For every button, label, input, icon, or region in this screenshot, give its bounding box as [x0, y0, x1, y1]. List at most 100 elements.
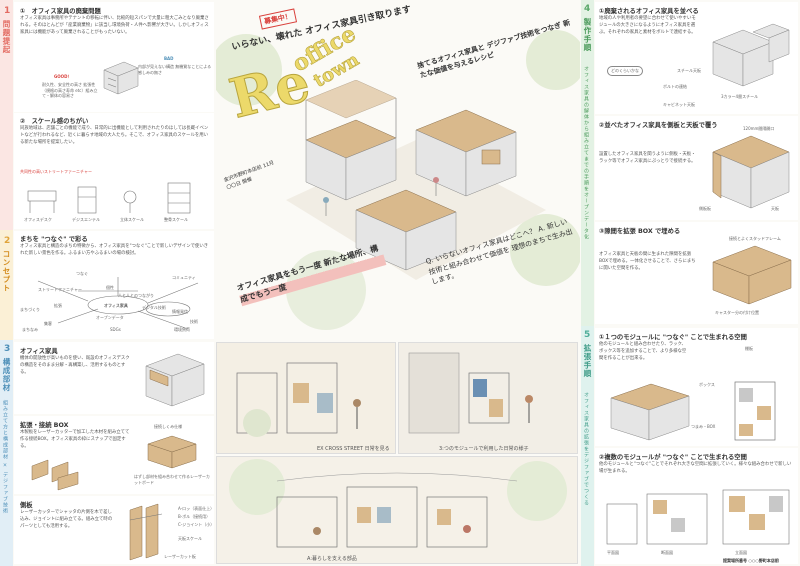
section-3-title: 構成部材: [2, 358, 11, 392]
parts-side-text: レーザーカッターでシャッタの片側を木で差し込み、ジョイントに組み立てる。組み立て…: [20, 510, 113, 529]
furniture-label-1: デジスエンテル: [72, 217, 100, 222]
step-2-panel: ②並べたオフィス家具を側板と天板で覆う 設置したオフィス家具を関うように側板・天…: [595, 116, 798, 220]
web-word-14: SDGs: [110, 327, 121, 332]
problem-panel-1: ① オフィス家具の廃棄問題 オフィス家具は事務所やテナントの移転に伴い、比較的短…: [14, 2, 214, 112]
parts-side-panel: 側板 レーザーカッターでシャッタの片側を木で差し込み、ジョイントに組み立てる。組…: [14, 496, 214, 564]
section-5-subtitle: オフィス家具の拡張をデジファブでつくる: [583, 392, 589, 506]
bad-text: 内部が見えない構造 無機質なことによる感しみの無さ: [138, 64, 212, 75]
scene-image-3: A:暮らしを支える部品: [216, 456, 578, 564]
section-4-title: 製作手順: [583, 18, 592, 52]
scene-3-drawing: [217, 457, 577, 563]
section-5-title: 拡張手順: [583, 344, 592, 378]
web-word-1: コミュニティ: [172, 275, 196, 280]
side-label-0: A-ロッ（表面仕上）: [178, 506, 215, 511]
expand-1-label-1: ボックス: [699, 382, 715, 387]
web-word-4: 拡張: [54, 303, 62, 308]
section-2-number: 2: [4, 236, 11, 246]
step-1-label-0: スチール天板: [677, 68, 701, 73]
step-1-speech: どのくらいかな: [607, 66, 643, 76]
step-1-label-1: ボルトの連結: [663, 84, 687, 89]
step-2-label-1: 側板板: [699, 206, 711, 211]
side-panel-drawing: [129, 503, 163, 561]
parts-office-text: 機体の開放性が高いものを使い、既設のオフィスデスクの構造をそのまま分解・再構築し…: [20, 356, 130, 375]
web-word-7: オープンデータ: [96, 315, 124, 320]
scene-3-caption: A:暮らしを支える部品: [307, 556, 357, 562]
credit-line: 提案場所番号 ○○○野町本店前: [723, 558, 779, 563]
step-3-heading: ③隙間を拡張 BOX で埋める: [599, 228, 681, 235]
web-word-12: オフィス家具: [104, 303, 128, 308]
expand-1-panel: ①１つのモジュールに "つなぐ" ことで生まれる空間 他のモジュールと組み合わせ…: [595, 328, 798, 446]
bad-label: BAD: [164, 56, 174, 61]
parts-side-heading: 側板: [20, 502, 33, 509]
section-4-subtitle: オフィス家具の解体から組み立てまでの手順をオープンデータ化: [583, 66, 589, 240]
hero-furniture-modules: [305, 80, 517, 271]
scale-furniture-sketches: [27, 182, 191, 214]
concept-text: オフィス家具と構造のまちの特徴から、オフィス家具を"つなぐ"ことで新しいデザイン…: [20, 244, 209, 256]
scene-image-1: EX CROSS STREET 日常を見る: [216, 342, 396, 454]
step-2-drawing: [712, 135, 790, 209]
scene-1-caption: EX CROSS STREET 日常を見る: [317, 446, 390, 452]
step-1-panel: ①廃棄されるオフィス家具を並べる 地域の人や利用者の要望に合わせて使いやすいモジ…: [595, 2, 798, 114]
step-2-heading: ②並べたオフィス家具を側板と天板で覆う: [599, 122, 718, 129]
hero-area: 募集中！ いらない、壊れた オフィス家具引き取ります Re office tow…: [216, 0, 580, 340]
side-label-1: B-ボル（接続用）: [178, 514, 211, 519]
web-word-0: つなぐ: [76, 271, 88, 276]
web-word-5: 個性: [106, 285, 114, 290]
web-word-11: 集客: [44, 321, 52, 326]
side-label-2: C-ジョイント（小）: [178, 522, 215, 527]
web-word-8: 情報発信: [172, 309, 188, 314]
box-parts-drawing: [31, 459, 79, 491]
section-5-number: 5: [584, 330, 591, 340]
good-label: GOOD！: [54, 74, 72, 79]
problem-2-heading: ② スケール感のちがい: [20, 118, 89, 125]
expand-1-drawing: [610, 381, 776, 441]
scene-image-2: 3:つのモジュールで利用した日常の様子: [398, 342, 578, 454]
section-3-subtitle: 組み立て方と構成部材 × デジファブ技術: [2, 400, 8, 515]
expand-2-heading: ②複数のモジュールが "つなぐ" ことで生まれる空間: [599, 454, 747, 461]
expand-1-text: 他のモジュールと組み合わせたり、ラック、ボックス等を追加することで、より多様な空…: [599, 342, 687, 361]
section-1-title: 問題提起: [2, 20, 11, 54]
expand-2-text: 他のモジュールと"つなぐ"ことでそれぞれ大きな空間に拡張していく。様々な組み合わ…: [599, 462, 792, 474]
box-caption-1: はずし部材を組み合わせて作るレーザーカットボード: [134, 474, 210, 485]
expand-2-panel: ②複数のモジュールが "つなぐ" ことで生まれる空間 他のモジュールと"つなぐ"…: [595, 448, 798, 564]
parts-office-panel: オフィス家具 機体の開放性が高いものを使い、既設のオフィスデスクの構造をそのまま…: [14, 342, 214, 414]
problem-2-text: 同族地域は、店舗ごとの機能で成り、日常的に出機能として利用されたりのほしては長蔵…: [20, 126, 209, 145]
expand-2-label-2: 立面図: [735, 550, 747, 555]
step-2-label-0: 120mm間隔開口: [743, 126, 775, 131]
web-word-9: 環境負荷: [174, 327, 190, 332]
scene-2-drawing: [399, 343, 577, 453]
scene-2-caption: 3:つのモジュールで利用した日常の様子: [439, 446, 529, 452]
scene-1-drawing: [217, 343, 395, 453]
problem-1-text: オフィス家具は事務所やテナントの移転に伴い、比較的短スパンで大量に粗大ごみとなり…: [20, 16, 209, 35]
expand-2-drawing: [606, 489, 790, 545]
step-3-label-1: キャスター分の付け位置: [715, 310, 759, 315]
sidebar-section-1: [0, 0, 13, 230]
concept-heading: まちを "つなぐ" で彩る: [20, 236, 88, 243]
parts-box-panel: 拡張・接続 BOX 木製板をレーザーカッターで加工した木材を組み立てて作る接続B…: [14, 416, 214, 494]
concept-word-web: [37, 277, 199, 330]
web-word-13: まちなみ: [22, 327, 38, 332]
office-furniture-sketch: [103, 61, 139, 95]
problem-1-heading: ① オフィス家具の廃棄問題: [20, 8, 101, 15]
good-text: 耐久性、安全性の高さ 拡張性（規格の高さ寿命 etc）組み立て・解体の容易さ: [42, 82, 98, 99]
furniture-label-2: 立体スケール: [120, 217, 144, 222]
parts-box-heading: 拡張・接続 BOX: [20, 422, 69, 429]
connect-box-drawing: [147, 435, 197, 469]
sidebar-section-3: [0, 340, 13, 566]
furniture-label-0: オフィスデスク: [24, 217, 52, 222]
web-word-3: まちづくり: [20, 307, 40, 312]
expand-1-heading: ①１つのモジュールに "つなぐ" ことで生まれる空間: [599, 334, 747, 341]
section-1-number: 1: [4, 6, 11, 16]
step-3-label-0: 接続とよくスタッドフレーム: [729, 236, 781, 241]
problem-2-note: 共同性の高いストリートファーニチャー: [20, 169, 92, 174]
box-caption-0: 接続しくみ仕様: [154, 424, 183, 429]
sidebar-section-4: [581, 0, 594, 326]
step-3-panel: ③隙間を拡張 BOX で埋める オフィス家具と天板の間に生まれた隙間を拡張BOX…: [595, 222, 798, 324]
expand-1-label-2: つまみ・BOX: [691, 424, 716, 429]
step-3-drawing: [712, 245, 792, 305]
problem-panel-2: ② スケール感のちがい 同族地域は、店舗ごとの機能で成り、日常的に出機能として利…: [14, 113, 214, 229]
furniture-label-3: 整骨スケール: [164, 217, 188, 222]
parts-box-text: 木製板をレーザーカッターで加工した木材を組み立てて作る接続BOX。オフィス家具の…: [20, 430, 130, 449]
web-word-2: ストリートファニチャー: [38, 287, 82, 292]
side-label-4: レーザーカット板: [164, 554, 196, 559]
